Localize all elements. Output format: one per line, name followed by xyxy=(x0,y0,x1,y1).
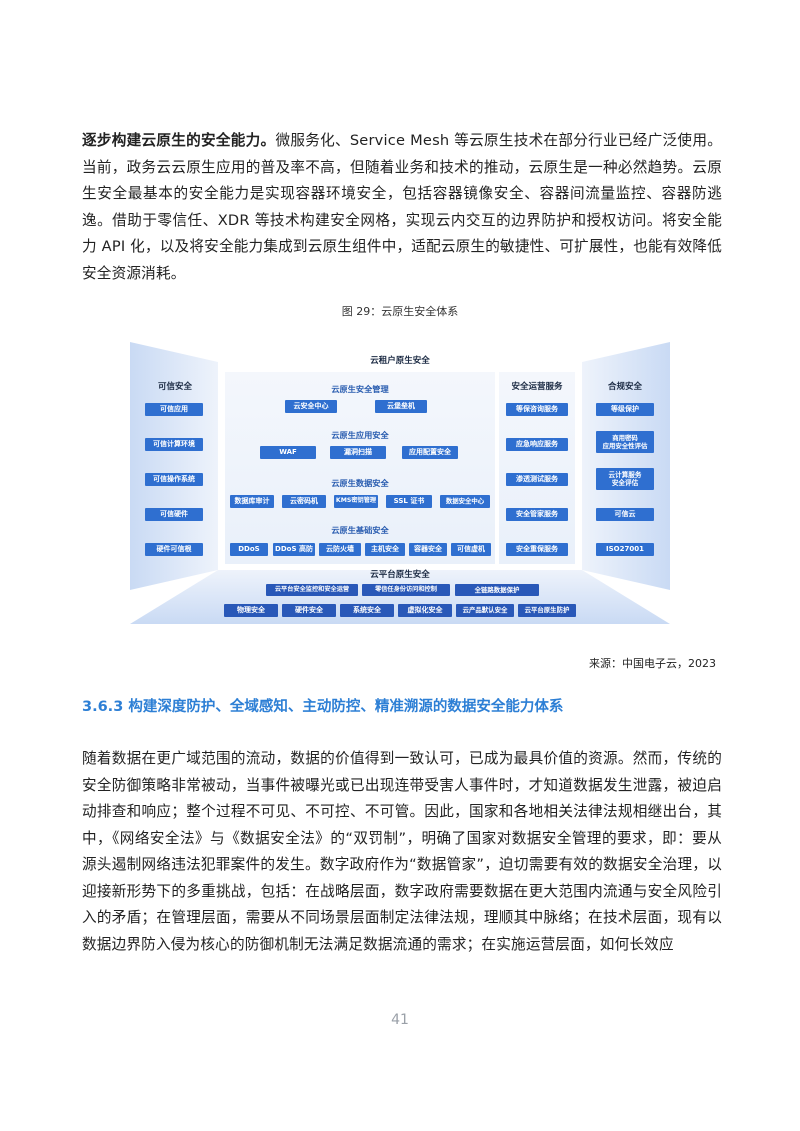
section-body: 随着数据在更广域范围的流动，数据的价值得到一致认可，已成为最具价值的资源。然而，… xyxy=(82,750,722,953)
ops-item-guard: 安全重保服务 xyxy=(506,543,568,556)
ops-item-pentest: 渗透测试服务 xyxy=(506,473,568,486)
trusted-title: 可信安全 xyxy=(157,382,192,392)
tenant-panel xyxy=(225,372,495,564)
intro-lead: 逐步构建云原生的安全能力。 xyxy=(82,132,276,149)
infra-item-container: 容器安全 xyxy=(409,543,447,556)
app-item-config: 应用配置安全 xyxy=(402,446,458,459)
intro-text: 微服务化、Service Mesh 等云原生技术在部分行业已经广泛使用。当前，政… xyxy=(82,132,722,282)
section-heading: 3.6.3 构建深度防护、全域感知、主动防控、精准溯源的数据安全能力体系 xyxy=(82,699,564,715)
ops-item-consult: 等保咨询服务 xyxy=(506,403,568,416)
mgmt-title: 云原生安全管理 xyxy=(331,384,389,394)
platform-title: 云平台原生安全 xyxy=(370,570,430,580)
infra-item-ddos-pro: DDoS 高防 xyxy=(273,543,315,556)
platform-item-native: 云平台原生防护 xyxy=(518,604,576,617)
infra-title: 云原生基础安全 xyxy=(331,525,389,535)
app-item-scan: 漏洞扫描 xyxy=(330,446,386,459)
platform-item-zerotrust: 零信任身份访问和控制 xyxy=(362,584,450,596)
tenant-title: 云租户原生安全 xyxy=(370,356,430,366)
mgmt-item-center: 云安全中心 xyxy=(285,400,337,413)
infra-item-firewall: 云防火墙 xyxy=(319,543,361,556)
platform-item-monitor: 云平台安全监控和安全运营 xyxy=(266,584,358,596)
data-item-center: 数据安全中心 xyxy=(440,495,490,508)
platform-item-hardware: 硬件安全 xyxy=(282,604,336,617)
compliance-item-trusted-cloud: 可信云 xyxy=(596,508,654,521)
compliance-item-crypto: 商用密码 应用安全性评估 xyxy=(596,431,654,453)
infra-item-host: 主机安全 xyxy=(365,543,405,556)
compliance-item-iso: ISO27001 xyxy=(596,543,654,556)
data-title: 云原生数据安全 xyxy=(331,478,389,488)
mgmt-item-bastion: 云堡垒机 xyxy=(375,400,427,413)
ops-item-steward: 安全管家服务 xyxy=(506,508,568,521)
data-item-kms: KMS密钥管理 xyxy=(334,495,378,508)
platform-item-virtualization: 虚拟化安全 xyxy=(398,604,452,617)
data-item-crypto: 云密码机 xyxy=(282,495,326,508)
intro-paragraph: 逐步构建云原生的安全能力。微服务化、Service Mesh 等云原生技术在部分… xyxy=(82,128,722,287)
data-item-audit: 数据库审计 xyxy=(230,495,274,508)
ops-panel xyxy=(499,372,575,564)
trusted-item-root: 硬件可信根 xyxy=(145,543,203,556)
ops-item-response: 应急响应服务 xyxy=(506,438,568,451)
compliance-item-cloud: 云计算服务 安全评估 xyxy=(596,468,654,490)
infra-item-vm: 可信虚机 xyxy=(451,543,491,556)
figure-caption: 图 29：云原生安全体系 xyxy=(341,305,459,318)
platform-item-dataprotect: 全链路数据保护 xyxy=(455,584,539,596)
infra-item-ddos: DDoS xyxy=(230,543,268,556)
platform-item-system: 系统安全 xyxy=(340,604,394,617)
ops-title: 安全运营服务 xyxy=(511,382,563,392)
trusted-item-env: 可信计算环境 xyxy=(145,438,203,451)
compliance-title: 合规安全 xyxy=(607,382,642,392)
app-item-waf: WAF xyxy=(260,446,316,459)
platform-item-default: 云产品默认安全 xyxy=(456,604,514,617)
platform-item-physical: 物理安全 xyxy=(224,604,278,617)
page-number: 41 xyxy=(391,1012,409,1028)
compliance-item-level: 等级保护 xyxy=(596,403,654,416)
trusted-item-hardware: 可信硬件 xyxy=(145,508,203,521)
figure-source: 来源：中国电子云，2023 xyxy=(589,657,716,670)
cloud-native-security-diagram: 云租户原生安全 可信安全 可信应用 可信计算环境 可信操作系统 可信硬件 硬件可… xyxy=(130,342,670,627)
trusted-item-app: 可信应用 xyxy=(145,403,203,416)
data-item-ssl: SSL 证书 xyxy=(386,495,432,508)
app-title: 云原生应用安全 xyxy=(331,430,389,440)
trusted-item-os: 可信操作系统 xyxy=(145,473,203,486)
